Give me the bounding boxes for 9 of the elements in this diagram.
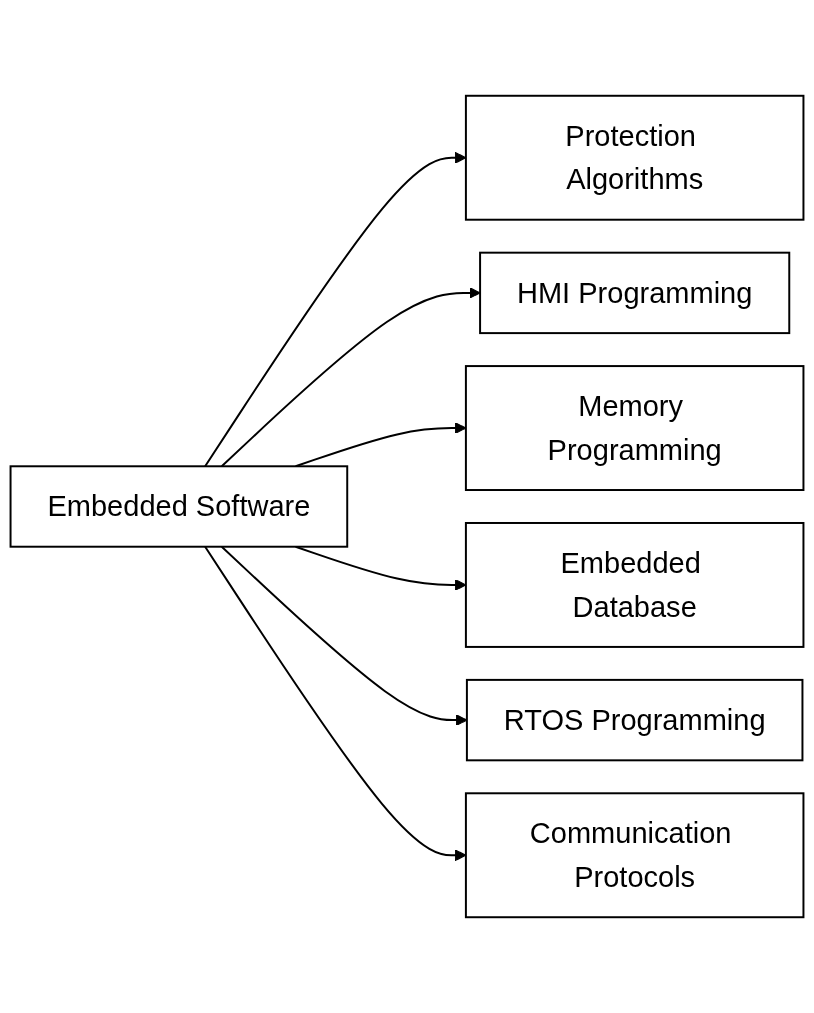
node-box: RTOS Programming [465, 678, 804, 762]
node-box: Protection Algorithms [464, 94, 805, 221]
node-box: Embedded Software [9, 465, 349, 548]
node-box: Embedded Database [464, 522, 805, 648]
arrow [220, 287, 481, 468]
node-box: Memory Programming [464, 365, 805, 491]
node-box: HMI Programming [479, 251, 791, 335]
node-box: Communication Protocols [464, 792, 805, 919]
arrow [204, 545, 467, 862]
